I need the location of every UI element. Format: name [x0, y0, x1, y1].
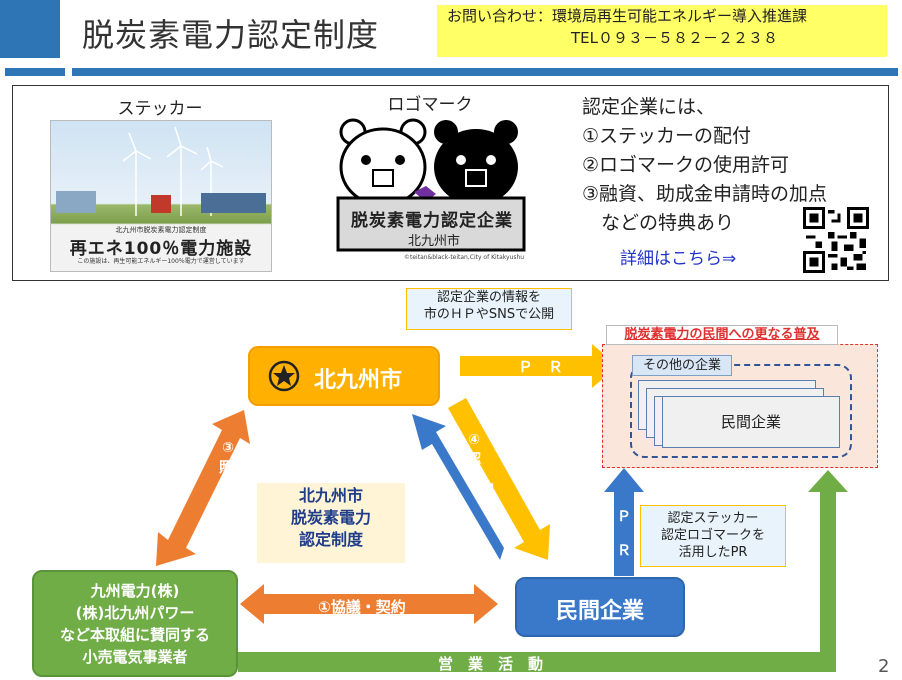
pr-top-arrow: [460, 344, 618, 388]
step3-char: 合: [217, 480, 231, 496]
note-line: 活用したPR: [678, 545, 748, 560]
logo-mascot-icon: [336, 118, 526, 252]
private-company-label: 民間企業: [555, 599, 644, 624]
note-publish: 認定企業の情報を 市のＨＰやSNSで公開: [406, 288, 572, 330]
step3-label: ③ 照 合 ・ 確 認: [211, 438, 238, 558]
step4-arrow: [448, 398, 550, 560]
page-title: 脱炭素電力認定制度: [82, 16, 380, 54]
sticker-image: 北九州市脱炭素電力認定制度 再エネ100％電力施設 この施設は、再生可能エネルギ…: [50, 120, 272, 272]
utility-line: 九州電力(株): [90, 582, 180, 600]
title-accent-block: [0, 0, 60, 58]
step2-arrow: [412, 414, 504, 560]
city-label: 北九州市: [314, 368, 403, 393]
benefit-item: などの特典あり: [582, 212, 735, 234]
step3-char: ・: [215, 500, 229, 516]
step2-char: 申: [426, 474, 440, 490]
pr-vertical-label: Ｐ Ｒ: [614, 500, 634, 568]
logo-copyright: ©teitan&black-teitan,City of Kitakyushu: [404, 254, 525, 261]
diffusion-title: 脱炭素電力の民間への更なる普及: [606, 325, 838, 345]
step2-char: ②: [427, 454, 439, 470]
note-line: 認定ロゴマークを: [660, 528, 765, 543]
note-line: 市のＨＰやSNSで公開: [423, 307, 555, 322]
header-rule-long: [72, 68, 898, 76]
step4-char: 定: [480, 482, 494, 498]
sales-label: 営 業 活 動: [438, 655, 544, 673]
step4-char: 認: [467, 452, 481, 468]
pr-vertical-char: Ｒ: [617, 543, 631, 559]
center-label-line: 脱炭素電力: [290, 508, 371, 527]
note-line: 認定企業の情報を: [436, 290, 541, 305]
contact-line-1: お問い合わせ：環境局再生可能エネルギー導入推進課: [447, 7, 808, 25]
note-pr: 認定ステッカー 認定ロゴマークを 活用したPR: [640, 505, 786, 567]
company-card-front: 民間企業: [662, 396, 840, 448]
logo-caption: ロゴマーク: [387, 95, 473, 115]
sticker-small-text: 北九州市脱炭素電力認定制度: [115, 226, 207, 234]
step4-label: ④ 認 定: [464, 430, 494, 500]
step2-char: 請: [437, 502, 451, 518]
detail-link[interactable]: 詳細はこちら⇒: [620, 249, 737, 269]
pr-vertical-char: Ｐ: [617, 509, 631, 525]
utility-line: 小売電気事業者: [82, 648, 188, 666]
other-companies-group: [630, 364, 852, 458]
wind-turbines-icon: [56, 126, 266, 216]
sticker-note-text: この施設は、再生可能エネルギー100％電力で運営しています: [77, 258, 245, 265]
logo-text: 脱炭素電力認定企業: [351, 211, 513, 231]
sticker-caption: ステッカー: [117, 99, 203, 119]
pr-top-label: Ｐ Ｒ: [518, 358, 564, 376]
benefits-title: 認定企業には、: [582, 96, 716, 118]
logo-city: 北九州市: [407, 234, 460, 249]
step2-label: ② 申 請: [423, 452, 451, 520]
sticker-main-text: 再エネ100％電力施設: [69, 239, 253, 259]
step3-char: ③: [222, 440, 234, 456]
other-companies-label: その他の企業: [632, 355, 732, 376]
header-rule-short: [5, 68, 65, 76]
benefit-item: ②ロゴマークの使用許可: [582, 154, 790, 176]
contact-box: お問い合わせ：環境局再生可能エネルギー導入推進課 TEL０９３－５８２－２２３８: [437, 5, 887, 57]
city-emblem-icon: [268, 360, 300, 392]
city-node: 北九州市: [248, 346, 440, 406]
qr-code-icon[interactable]: [803, 207, 869, 273]
benefits-list: 認定企業には、 ①ステッカーの配付 ②ロゴマークの使用許可 ③融資、助成金申請時…: [582, 93, 827, 238]
company-card-label: 民間企業: [720, 413, 781, 431]
step4-char: ④: [468, 432, 480, 448]
page-number: 2: [878, 656, 890, 677]
note-line: 認定ステッカー: [667, 511, 759, 526]
step1-arrow: [240, 584, 498, 624]
private-company-node: 民間企業: [515, 577, 685, 637]
step1-label: ①協議・契約: [318, 598, 406, 616]
center-label-line: 北九州市: [298, 486, 363, 505]
step3-char: 照: [219, 460, 233, 476]
step3-char: 認: [211, 540, 225, 556]
utility-line: (株)北九州パワー: [75, 604, 195, 622]
benefit-item: ①ステッカーの配付: [582, 125, 752, 147]
benefit-item: ③融資、助成金申請時の加点: [582, 183, 828, 205]
utility-line: など本取組に賛同する: [59, 626, 210, 644]
utility-node: 九州電力(株) (株)北九州パワー など本取組に賛同する 小売電気事業者: [32, 570, 238, 677]
info-box: [12, 85, 889, 281]
pr-vertical-arrow: [604, 468, 644, 576]
contact-line-2: TEL０９３－５８２－２２３８: [571, 29, 778, 47]
center-label-line: 認定制度: [298, 530, 363, 549]
step3-arrow: [156, 410, 250, 566]
center-label: 北九州市 脱炭素電力 認定制度: [257, 483, 405, 563]
step3-char: 確: [213, 520, 227, 536]
